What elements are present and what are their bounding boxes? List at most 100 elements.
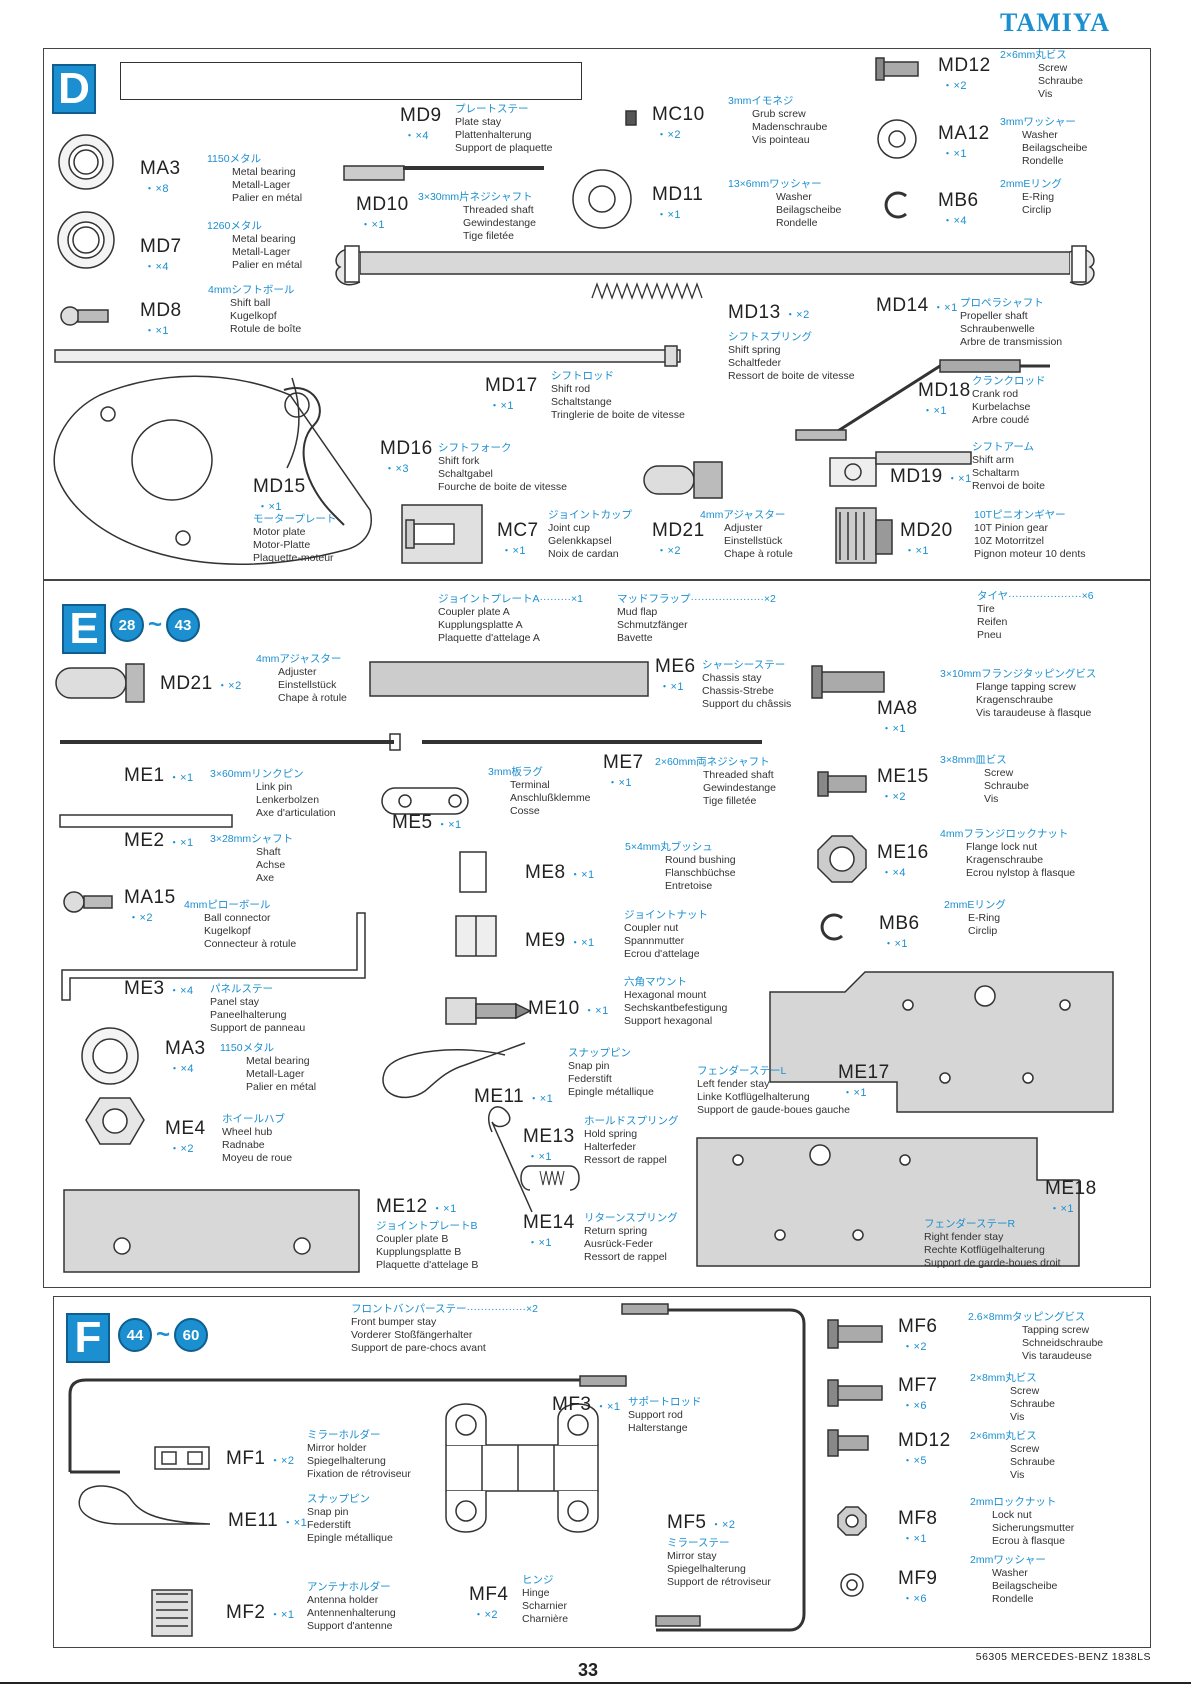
part-me2: ME2・×1 (124, 830, 194, 851)
footer-model-code: 56305 MERCEDES-BENZ 1838LS (975, 1651, 1151, 1663)
part-mf9: MF9・×6 (898, 1568, 938, 1605)
part-me1: ME1・×1 (124, 765, 194, 786)
part-me7: ME7・×1 (603, 752, 644, 789)
part-mf1: MF1・×2 (226, 1448, 295, 1469)
part-mf7: MF7・×6 (898, 1375, 938, 1412)
section-e-steps: 28 ~ 43 (110, 608, 201, 642)
part-md16: MD16・×3 (380, 438, 433, 475)
part-md7: MD7・×4 (140, 236, 182, 273)
part-md15: MD15・×1 (253, 476, 306, 513)
part-me10: ME10・×1 (528, 998, 609, 1019)
part-me15: ME15・×2 (877, 766, 929, 803)
page-number: 33 (578, 1660, 599, 1680)
part-md19: MD19・×1 (890, 466, 972, 487)
part-mf3: MF3・×1 (552, 1394, 621, 1415)
part-md12-f: MD12・×5 (898, 1430, 951, 1467)
part-md8: MD8・×1 (140, 300, 182, 337)
part-mf6: MF6・×2 (898, 1316, 938, 1353)
part-mf8: MF8・×1 (898, 1508, 938, 1545)
part-mb6-e: MB6・×1 (879, 913, 920, 950)
part-ma3-e: MA3・×4 (165, 1038, 206, 1075)
part-mc10: MC10・×2 (652, 104, 705, 141)
section-d-badge: D (52, 64, 96, 114)
section-f-badge: F (66, 1313, 110, 1363)
part-md10: MD10・×1 (356, 194, 409, 231)
section-f (53, 1296, 1151, 1648)
part-ma3: MA3・×8 (140, 158, 181, 195)
part-me16: ME16・×4 (877, 842, 929, 879)
part-mf2: MF2・×1 (226, 1602, 295, 1623)
part-me6: ME6・×1 (655, 656, 696, 693)
part-me14: ME14・×1 (523, 1212, 575, 1249)
step-start: 44 (118, 1318, 152, 1352)
section-f-steps: 44 ~ 60 (118, 1318, 209, 1352)
part-me17: ME17・×1 (838, 1062, 890, 1099)
part-me11-f: ME11・×1 (228, 1510, 308, 1531)
part-md18: MD18・×1 (918, 380, 971, 417)
part-ma15: MA15・×2 (124, 887, 176, 924)
section-d-title-box (120, 62, 582, 100)
part-me12: ME12・×1 (376, 1196, 457, 1217)
part-md14: MD14・×1 (876, 295, 958, 316)
part-ma12: MA12・×1 (938, 123, 990, 160)
part-me18: ME18・×1 (1045, 1178, 1097, 1215)
part-me13: ME13・×1 (523, 1126, 575, 1163)
part-md17: MD17・×1 (485, 375, 538, 412)
part-me9: ME9・×1 (525, 930, 595, 951)
part-ma8: MA8・×1 (877, 698, 918, 735)
step-end: 60 (174, 1318, 209, 1352)
part-me5: ME5・×1 (392, 812, 462, 833)
part-mc7: MC7・×1 (497, 520, 539, 557)
step-start: 28 (110, 608, 144, 642)
